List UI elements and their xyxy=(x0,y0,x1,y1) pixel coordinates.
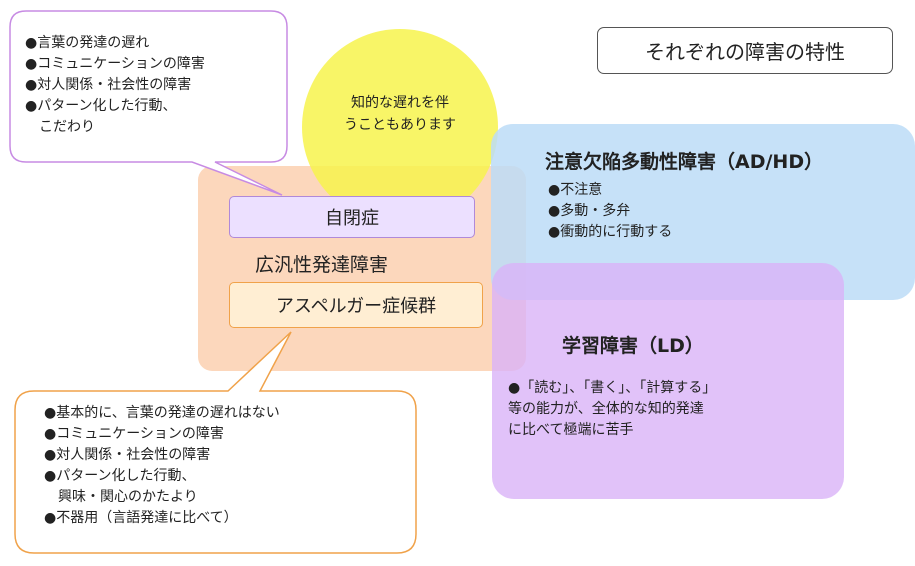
autism-trait: ●対人関係・社会性の障害 xyxy=(25,77,192,93)
ld-trait: 等の能力が、全体的な知的発達 xyxy=(508,401,704,417)
asperger-trait: ●コミュニケーションの障害 xyxy=(44,426,224,442)
ld-trait: に比べて極端に苦手 xyxy=(508,422,634,438)
ld-trait-list: ●「読む」、「書く」、「計算する」 等の能力が、全体的な知的発達 に比べて極端に… xyxy=(508,378,716,441)
asperger-trait: ●不器用（言語発達に比べて） xyxy=(44,510,238,526)
adhd-trait-list: ●不注意 ●多動・多弁 ●衝動的に行動する xyxy=(548,180,672,243)
ld-trait: ●「読む」、「書く」、「計算する」 xyxy=(508,380,717,396)
adhd-label: 注意欠陥多動性障害（AD/HD） xyxy=(545,151,824,173)
diagram-title: それぞれの障害の特性 xyxy=(597,27,893,74)
adhd-trait: ●衝動的に行動する xyxy=(548,224,673,240)
asperger-trait: 興味・関心のかたより xyxy=(44,489,198,505)
autism-trait: ●コミュニケーションの障害 xyxy=(25,56,205,72)
autism-label: 自閉症 xyxy=(229,196,475,238)
autism-trait: こだわり xyxy=(25,119,95,135)
note-line: うこともあります xyxy=(344,117,456,133)
adhd-region xyxy=(491,124,915,300)
asperger-label: アスペルガー症候群 xyxy=(229,282,483,328)
autism-trait: ●言葉の発達の遅れ xyxy=(25,35,150,51)
asperger-trait: ●基本的に、言葉の発達の遅れはない xyxy=(44,405,280,421)
asperger-speech-bubble xyxy=(14,331,417,554)
ld-region xyxy=(492,263,844,499)
autism-trait-list: ●言葉の発達の遅れ ●コミュニケーションの障害 ●対人関係・社会性の障害 ●パタ… xyxy=(25,33,205,138)
autism-speech-bubble xyxy=(9,10,288,196)
intellectual-delay-note: 知的な遅れを伴 うこともあります xyxy=(310,92,490,136)
ld-label: 学習障害（LD） xyxy=(562,335,704,357)
asperger-trait: ●対人関係・社会性の障害 xyxy=(44,447,211,463)
pdd-label: 広汎性発達障害 xyxy=(255,254,389,276)
adhd-trait: ●不注意 xyxy=(548,182,603,198)
adhd-trait: ●多動・多弁 xyxy=(548,203,631,219)
asperger-trait: ●パターン化した行動、 xyxy=(44,468,196,484)
asperger-trait-list: ●基本的に、言葉の発達の遅れはない ●コミュニケーションの障害 ●対人関係・社会… xyxy=(44,403,280,529)
note-line: 知的な遅れを伴 xyxy=(351,95,449,111)
autism-trait: ●パターン化した行動、 xyxy=(25,98,177,114)
intellectual-delay-circle xyxy=(302,29,498,225)
